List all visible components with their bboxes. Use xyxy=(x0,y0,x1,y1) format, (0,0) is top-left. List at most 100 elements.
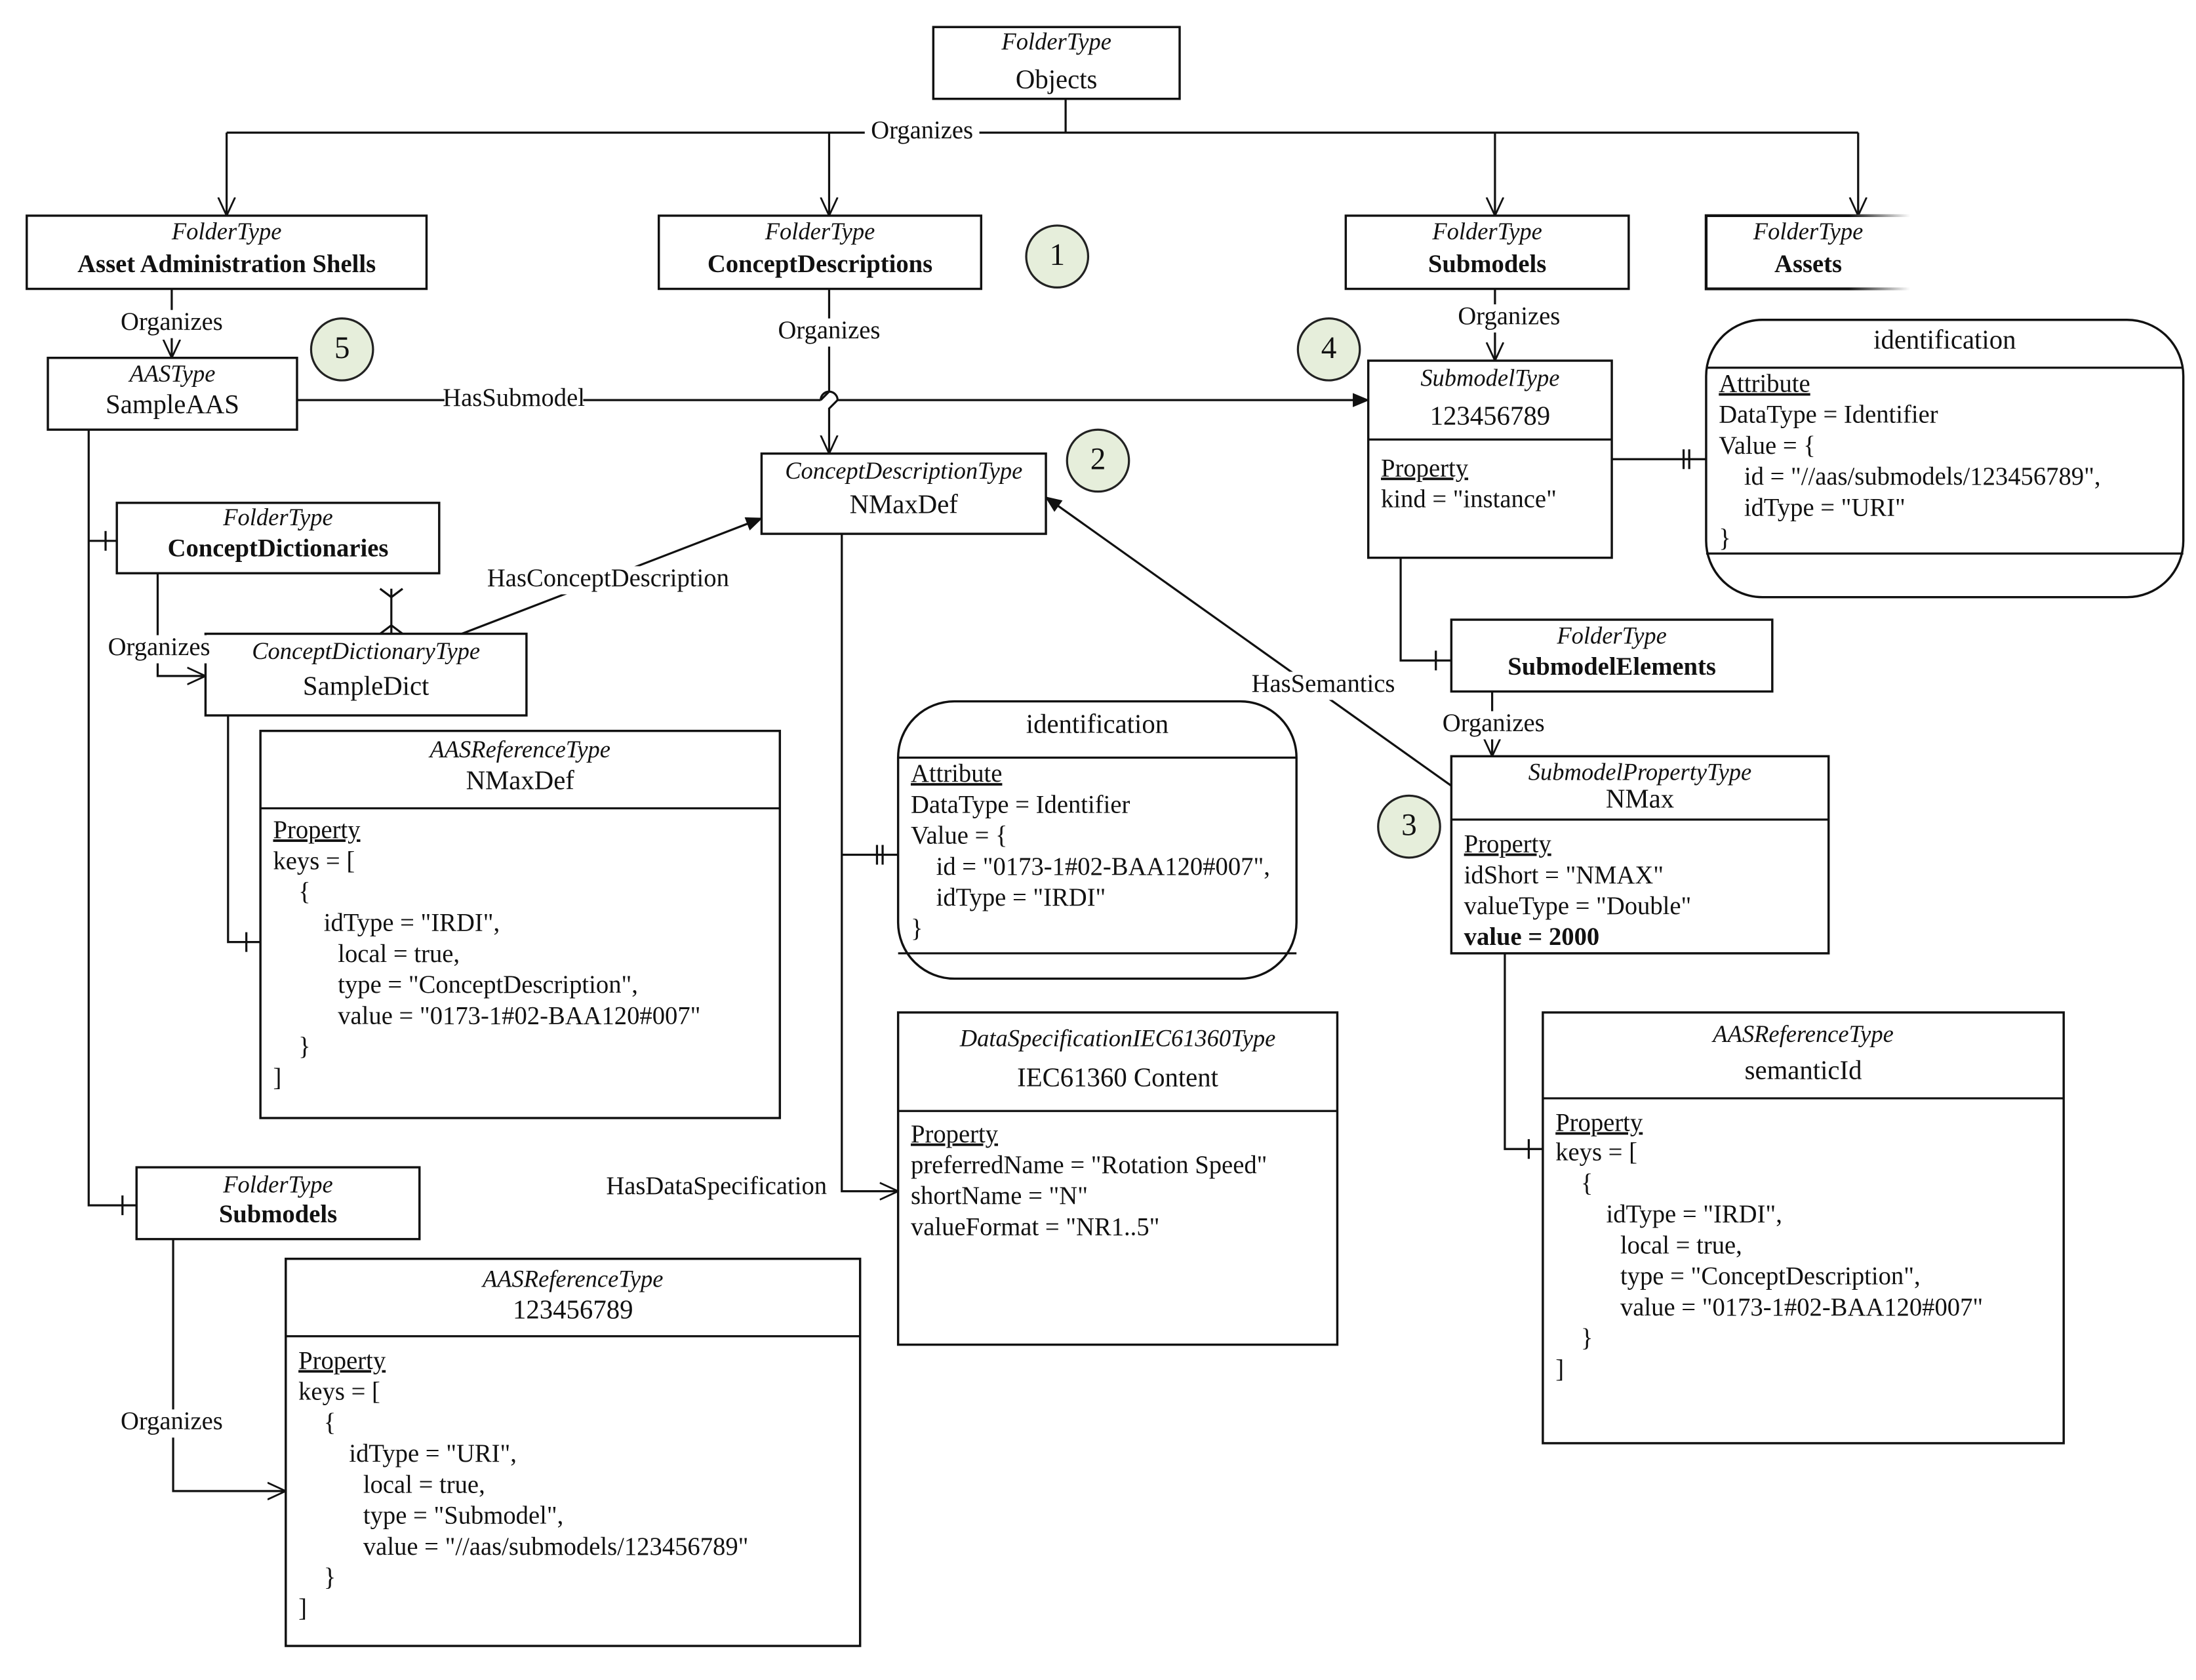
node-box xyxy=(896,1011,1339,1346)
node-name-label: identification xyxy=(1873,325,2016,354)
node-name-label: 123456789 xyxy=(513,1295,633,1325)
section-heading: Property xyxy=(273,816,361,844)
node-type-label: FolderType xyxy=(765,218,875,245)
node-type-label: DataSpecificationIEC61360Type xyxy=(959,1024,1276,1051)
crowfoot-icon xyxy=(379,588,403,635)
node-name-label: identification xyxy=(1026,710,1168,739)
property-line: value = 2000 xyxy=(1464,923,1600,951)
property-line: Value = { xyxy=(911,822,1008,850)
node-box xyxy=(1706,215,1911,289)
node-type-label: FolderType xyxy=(1753,218,1864,245)
node-type-label: FolderType xyxy=(1431,218,1542,245)
semantic-id-connector xyxy=(1504,953,1543,1150)
section-heading: Property xyxy=(1381,454,1469,482)
property-line: preferredName = "Rotation Speed" xyxy=(911,1151,1267,1179)
property-line: ] xyxy=(273,1064,281,1092)
property-line: DataType = Identifier xyxy=(911,791,1130,818)
node-name-label: NMaxDef xyxy=(850,490,959,519)
property-line: ] xyxy=(1555,1355,1564,1383)
node-name-label: SampleDict xyxy=(303,671,429,701)
nmax-node: SubmodelPropertyTypeNMaxPropertyidShort … xyxy=(1450,755,1830,955)
label-background xyxy=(1247,671,1399,700)
property-line: idType = "URI", xyxy=(349,1440,517,1468)
property-line: idShort = "NMAX" xyxy=(1464,862,1664,889)
property-line: local = true, xyxy=(338,940,460,968)
node-type-label: FolderType xyxy=(222,1171,333,1198)
node-box xyxy=(760,452,1047,535)
node-type-label: FolderType xyxy=(171,218,282,245)
property-line: value = "//aas/submodels/123456789" xyxy=(363,1533,749,1561)
node-box xyxy=(26,214,428,290)
property-line: valueFormat = "NR1..5" xyxy=(911,1213,1159,1241)
property-line: idType = "IRDI", xyxy=(324,910,500,937)
label-background xyxy=(1436,711,1551,740)
sm-organizes-label: Organizes xyxy=(1458,302,1560,330)
has-data-specification-label: HasDataSpecification xyxy=(606,1172,827,1200)
has-semantics-arrow xyxy=(1045,496,1452,787)
step-marker-circle xyxy=(1066,428,1130,493)
step-marker-circle xyxy=(1377,794,1441,859)
property-line: type = "ConceptDescription", xyxy=(338,971,638,999)
label-background xyxy=(114,310,230,338)
organizes-arrow xyxy=(156,573,205,676)
node-box xyxy=(285,1257,862,1647)
property-line: } xyxy=(324,1564,336,1591)
step-marker-5: 5 xyxy=(334,331,350,365)
node-name-label: 123456789 xyxy=(1430,401,1550,430)
node-box xyxy=(657,214,983,290)
node-box xyxy=(1450,755,1830,955)
cd-organizes-label: Organizes xyxy=(778,317,881,344)
node-name-label: Objects xyxy=(1016,64,1098,94)
node-type-label: FolderType xyxy=(222,504,333,530)
node-name-label: Assets xyxy=(1774,250,1842,278)
property-line: ] xyxy=(298,1595,307,1622)
node-box xyxy=(115,502,441,574)
node-type-label: AASReferenceType xyxy=(1711,1020,1894,1047)
property-line: id = "0173-1#02-BAA120#007", xyxy=(936,853,1270,881)
line-hop xyxy=(819,390,839,401)
node-type-label: ConceptDictionaryType xyxy=(252,637,480,664)
sme-organizes-label: Organizes xyxy=(1443,710,1545,737)
property-line: shortName = "N" xyxy=(911,1182,1088,1210)
aas-submodels-connector xyxy=(87,430,137,1207)
property-line: Value = { xyxy=(1719,432,1816,460)
has-concept-description-label: HasConceptDescription xyxy=(487,565,729,592)
property-line: idType = "IRDI", xyxy=(1606,1201,1782,1228)
node-border xyxy=(1704,214,1911,290)
node-box xyxy=(1450,618,1774,693)
label-background xyxy=(102,635,216,664)
label-background xyxy=(478,566,738,595)
submodel-elements-connector xyxy=(1399,557,1452,662)
label-background xyxy=(114,1409,230,1438)
node-box xyxy=(1344,214,1630,290)
property-line: { xyxy=(298,879,311,906)
objects-organizes-label: Organizes xyxy=(871,117,973,144)
label-background xyxy=(592,1174,841,1203)
label-background xyxy=(864,118,980,147)
property-line: keys = [ xyxy=(298,1378,380,1406)
node-box xyxy=(932,26,1181,100)
step-marker-4: 4 xyxy=(1321,331,1337,365)
label-background xyxy=(1451,304,1567,333)
node-box xyxy=(1705,319,2185,599)
label-background xyxy=(772,318,887,347)
node-name-label: Submodels xyxy=(1428,250,1546,278)
property-line: type = "Submodel", xyxy=(363,1502,563,1530)
step-marker-circle xyxy=(1296,317,1361,382)
section-heading: Property xyxy=(911,1121,999,1148)
step-marker-circle xyxy=(309,317,374,382)
node-name-label: NMaxDef xyxy=(466,765,575,795)
property-line: kind = "instance" xyxy=(1381,486,1557,513)
reference-connector xyxy=(227,715,261,944)
organizes-arrow xyxy=(172,1239,286,1491)
node-name-label: semanticId xyxy=(1745,1056,1862,1085)
